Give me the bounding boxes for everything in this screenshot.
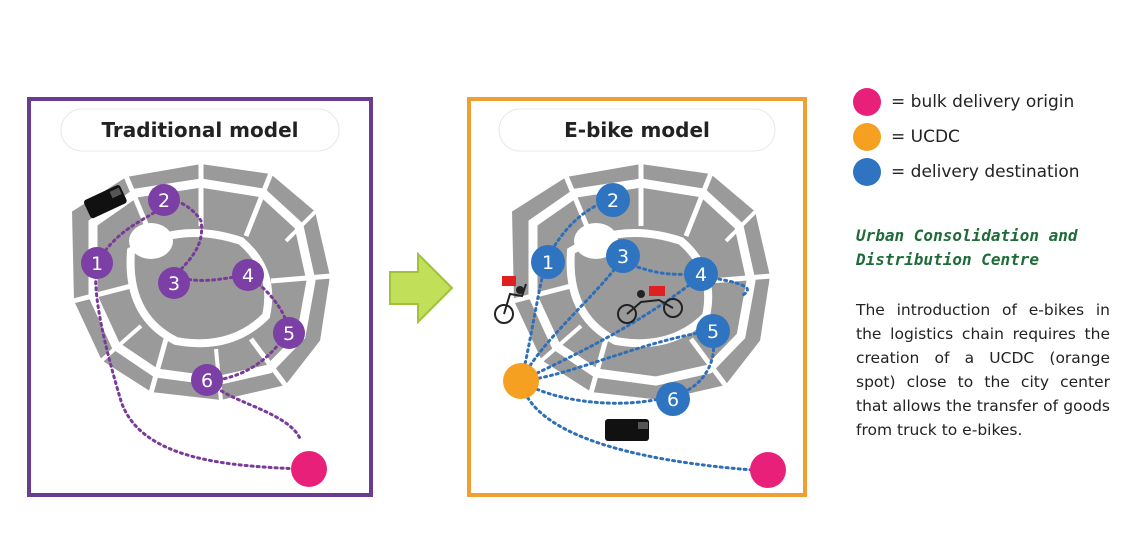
node-2: 2 [148,184,180,216]
svg-text:2: 2 [607,190,619,212]
bulk-origin-dot [291,451,327,487]
svg-text:4: 4 [695,264,707,286]
svg-text:5: 5 [283,323,295,345]
node-2: 2 [596,183,630,217]
svg-text:4: 4 [242,265,254,287]
node-3: 3 [158,267,190,299]
ebike-icon [494,276,527,324]
description-text: The introduction of e-bikes in the logis… [856,301,1110,439]
node-3: 3 [606,239,640,273]
ebike-model-panel: E-bike model [467,97,807,497]
legend-item-delivery-destination: = delivery destination [853,157,1080,187]
panel-title: Traditional model [101,118,298,142]
ucdc-legend-dot [853,123,881,151]
title-pill [498,108,776,152]
svg-text:2: 2 [158,190,170,212]
node-5: 5 [273,317,305,349]
svg-text:1: 1 [542,252,554,274]
svg-text:6: 6 [667,389,679,411]
node-6: 6 [191,364,223,396]
truck-icon [83,185,127,219]
arrow-right-icon [389,252,454,324]
legend-item-bulk-origin: = bulk delivery origin [853,87,1074,117]
delivery-destination-legend-dot [853,158,881,186]
node-5: 5 [696,314,730,348]
node-1: 1 [531,245,565,279]
traditional-model-map: Traditional model 2 1 3 4 [60,108,340,487]
traditional-model-panel: Traditional model 2 1 3 4 [27,97,373,497]
ucdc-dot [503,363,539,399]
legend-label: = bulk delivery origin [891,92,1075,112]
legend-label: = delivery destination [891,162,1080,182]
title-pill [60,108,340,152]
bulk-origin-dot [750,452,786,488]
svg-text:3: 3 [617,246,629,268]
svg-text:6: 6 [201,370,213,392]
panel-title: E-bike model [564,118,710,142]
svg-text:1: 1 [91,253,103,275]
node-1: 1 [81,247,113,279]
svg-text:5: 5 [707,321,719,343]
ebike-icon [617,286,683,324]
ucdc-title: Urban Consolidation and Distribution Cen… [856,226,1078,269]
node-6: 6 [656,382,690,416]
svg-text:3: 3 [168,273,180,295]
ebike-model-map: E-bike model [494,108,786,488]
node-4: 4 [232,259,264,291]
node-4: 4 [684,257,718,291]
legend-item-ucdc: = UCDC [853,122,960,152]
truck-icon [605,419,649,441]
legend-label: = UCDC [891,127,960,147]
bulk-origin-legend-dot [853,88,881,116]
delivery-route [94,198,303,471]
